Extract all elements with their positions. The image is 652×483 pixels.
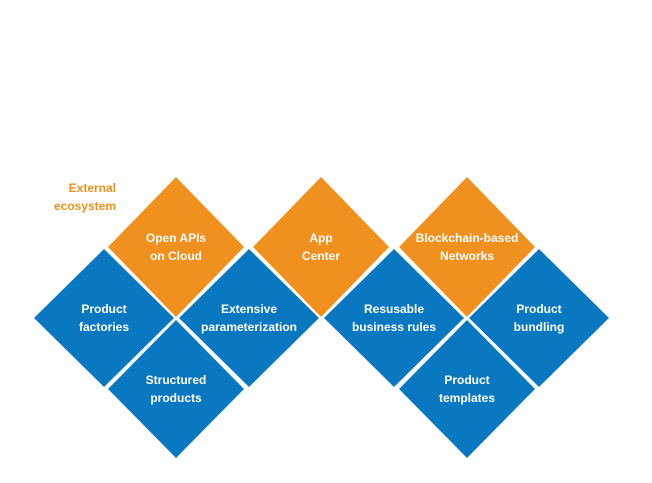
external-ecosystem-label: External ecosystem xyxy=(38,179,116,215)
tile-extensive-parameterization-shape xyxy=(179,249,319,387)
tile-product-templates-shape xyxy=(399,320,535,458)
tile-product-bundling-shape xyxy=(469,249,609,387)
tile-reusable-business-rules-shape xyxy=(324,249,464,387)
tile-structured-products-shape xyxy=(108,320,244,458)
tile-open-apis-shape xyxy=(108,177,244,317)
tile-app-center-shape xyxy=(253,177,389,317)
tile-blockchain-shape xyxy=(399,177,535,317)
external-ecosystem-text: External ecosystem xyxy=(53,181,116,213)
tile-product-factories-shape xyxy=(34,249,174,387)
